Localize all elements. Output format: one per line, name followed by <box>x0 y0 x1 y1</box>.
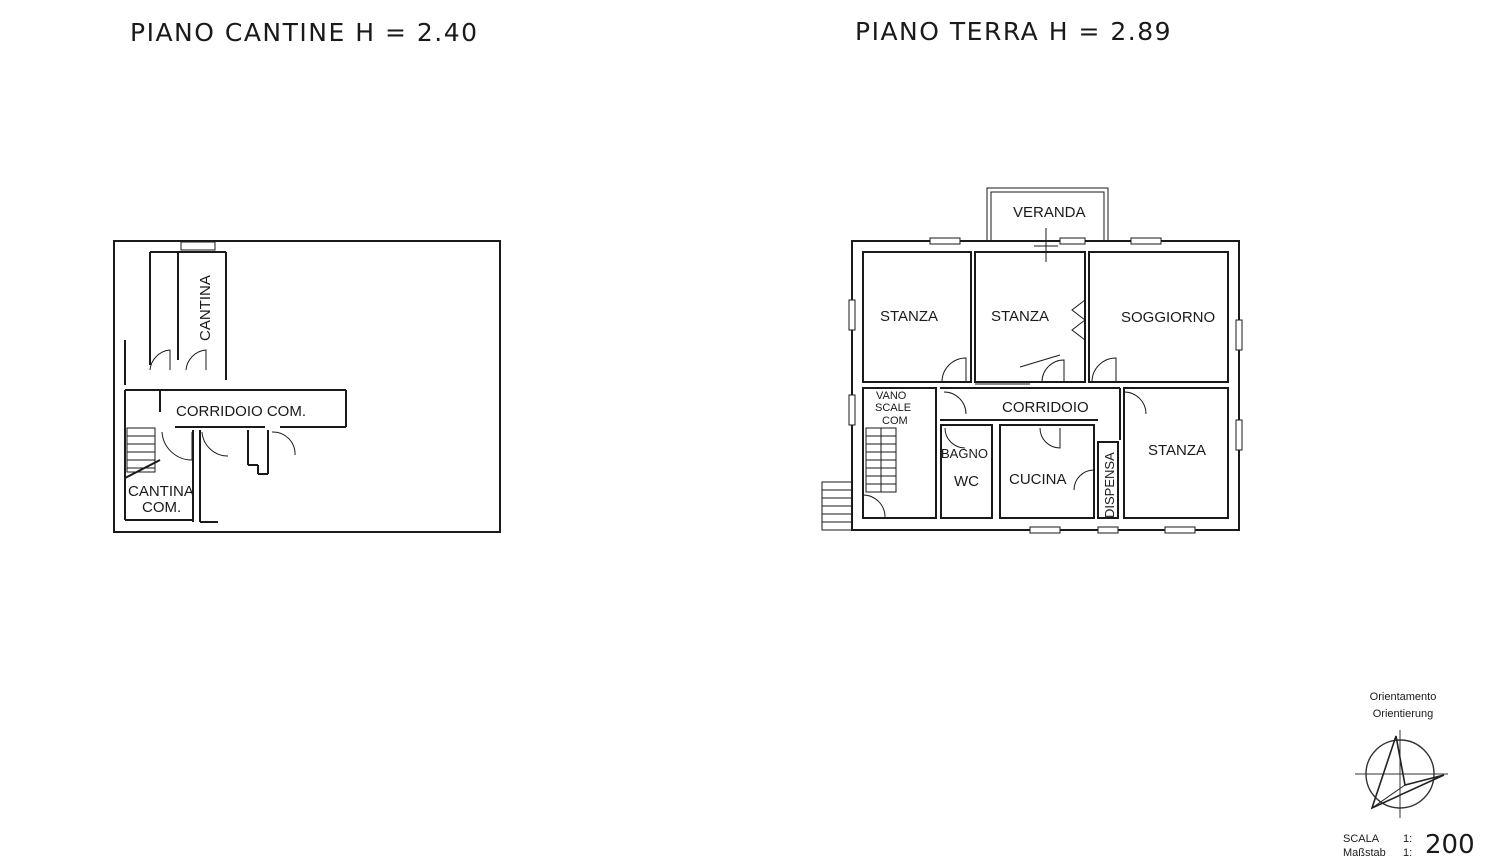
ground-room-dispensa: DISPENSA <box>1097 441 1119 519</box>
ground-entrance-steps <box>821 481 853 531</box>
ground-plan: PIANO TERRA H = 2.89 VERANDA STANZA <box>821 17 1243 534</box>
ground-door <box>1091 357 1117 383</box>
ground-cucina-label: CUCINA <box>1009 471 1067 488</box>
ground-door <box>1039 427 1061 449</box>
ground-window <box>1029 526 1061 534</box>
scale-ratio-prefix-1: 1: <box>1403 833 1412 845</box>
ground-window <box>848 299 856 331</box>
ground-window <box>1059 237 1086 245</box>
compass-icon <box>1355 730 1448 818</box>
ground-vano-label-2: SCALE <box>875 402 911 414</box>
ground-dispensa-label: DISPENSA <box>1102 452 1117 518</box>
scale-label-de: Maßstab <box>1343 847 1386 859</box>
basement-door <box>201 431 229 457</box>
basement-cantina-com-label-2: COM. <box>142 499 181 516</box>
ground-room-vano-scale: VANO SCALE COM <box>862 387 937 519</box>
basement-plan: PIANO CANTINE H = 2.40 CANTINA CORRIDOIO <box>113 18 501 533</box>
basement-door <box>149 349 171 371</box>
ground-wc-label: WC <box>954 473 979 490</box>
ground-vano-label-3: COM <box>882 415 908 427</box>
ground-window <box>929 237 961 245</box>
ground-window <box>1097 526 1119 534</box>
scale-ratio-prefix-2: 1: <box>1403 847 1412 859</box>
basement-room-cantina: CANTINA <box>149 241 227 380</box>
ground-folding-door <box>1071 299 1086 341</box>
ground-room-soggiorno: SOGGIORNO <box>1088 251 1229 383</box>
basement-room-cantina-com: CANTINA COM. <box>125 483 194 521</box>
basement-corridoio-label: CORRIDOIO COM. <box>176 403 306 420</box>
ground-window <box>848 394 856 426</box>
ground-veranda-label: VERANDA <box>1013 204 1086 221</box>
ground-door <box>1041 359 1065 383</box>
orientation-label-de: Orientierung <box>1373 708 1434 720</box>
basement-outline <box>113 240 501 533</box>
basement-door <box>271 431 296 456</box>
ground-room-cucina: CUCINA <box>999 424 1095 519</box>
orientation-label-it: Orientamento <box>1370 691 1437 703</box>
ground-room-stanza-1: STANZA <box>862 251 972 383</box>
scale-label-it: SCALA <box>1343 833 1380 845</box>
basement-door <box>161 431 193 461</box>
ground-window <box>1235 319 1243 351</box>
basement-title: PIANO CANTINE H = 2.40 <box>130 18 479 47</box>
ground-room-stanza-2: STANZA <box>974 251 1086 383</box>
ground-window <box>1130 237 1162 245</box>
ground-door <box>862 494 886 518</box>
ground-room-bagno: BAGNO WC <box>940 424 993 519</box>
ground-vano-label-1: VANO <box>876 390 907 402</box>
ground-door <box>943 391 967 415</box>
ground-room-veranda: VERANDA <box>986 187 1109 262</box>
ground-stanza-3-label: STANZA <box>1148 442 1206 459</box>
ground-bagno-label: BAGNO <box>941 446 988 461</box>
legend: Orientamento Orientierung SCALA Maßstab … <box>1343 691 1475 860</box>
ground-stairs <box>865 427 897 493</box>
ground-door <box>1073 469 1095 491</box>
basement-door <box>185 349 207 371</box>
ground-room-stanza-3: STANZA <box>1123 387 1229 519</box>
ground-door <box>1123 391 1147 415</box>
ground-door <box>941 357 967 383</box>
basement-cantina-com-label-1: CANTINA <box>128 483 194 500</box>
ground-soggiorno-label: SOGGIORNO <box>1121 309 1215 326</box>
ground-room-corridoio: CORRIDOIO <box>940 383 1147 440</box>
basement-cantina-label: CANTINA <box>197 275 214 341</box>
ground-stanza-2-label: STANZA <box>991 308 1049 325</box>
ground-stanza-1-label: STANZA <box>880 308 938 325</box>
basement-room-corridoio: CORRIDOIO COM. <box>160 389 347 461</box>
ground-corridoio-label: CORRIDOIO <box>1002 399 1089 416</box>
ground-window <box>1164 526 1196 534</box>
ground-window <box>1235 419 1243 451</box>
scale-value: 200 <box>1425 830 1475 860</box>
basement-window <box>180 241 216 251</box>
ground-door <box>944 427 966 449</box>
basement-stairs <box>124 427 161 479</box>
ground-title: PIANO TERRA H = 2.89 <box>855 17 1172 46</box>
